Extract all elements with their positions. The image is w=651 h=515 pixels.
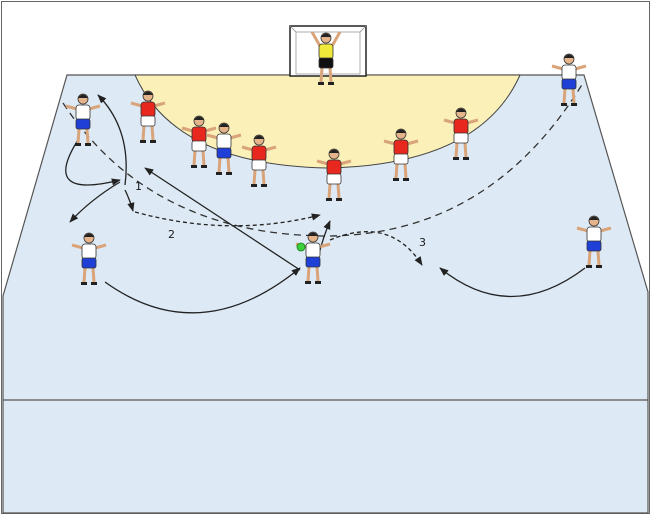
goalkeeper	[310, 31, 342, 85]
players	[65, 31, 612, 285]
pass-dashed-3	[329, 231, 423, 266]
run-arrow-back-to-center	[144, 167, 301, 271]
attacker-left-back	[71, 232, 107, 285]
pass-dashed-arrows	[134, 211, 423, 266]
run-arrow-left-back	[104, 267, 301, 314]
defender-1	[130, 90, 166, 143]
run-arrow-left-wing	[65, 139, 121, 186]
defender-6	[443, 107, 479, 160]
defender-4	[316, 148, 352, 201]
pass-arrow-1-up	[97, 94, 127, 186]
movement-arrows	[65, 94, 586, 314]
phase-label-3: 3	[419, 236, 426, 249]
phase-label-2: 2	[168, 228, 175, 241]
free-throw-line	[62, 82, 584, 237]
attacker-pivot	[206, 122, 242, 175]
attacker-right-wing	[551, 53, 587, 106]
attacker-right-back	[576, 215, 612, 268]
phase-label-1: 1	[135, 180, 142, 193]
run-arrow-right-back	[439, 267, 586, 298]
defender-3	[241, 134, 277, 187]
pass-arrow-1-down	[69, 181, 121, 223]
ball	[296, 242, 306, 252]
court-floor	[2, 74, 649, 514]
defender-5	[383, 128, 419, 181]
attacker-left-wing	[65, 93, 101, 146]
defender-2	[181, 115, 217, 168]
pass-dashed-2	[134, 211, 321, 227]
pass-arrow-1-short	[124, 189, 135, 212]
attacker-center-back	[295, 231, 331, 284]
